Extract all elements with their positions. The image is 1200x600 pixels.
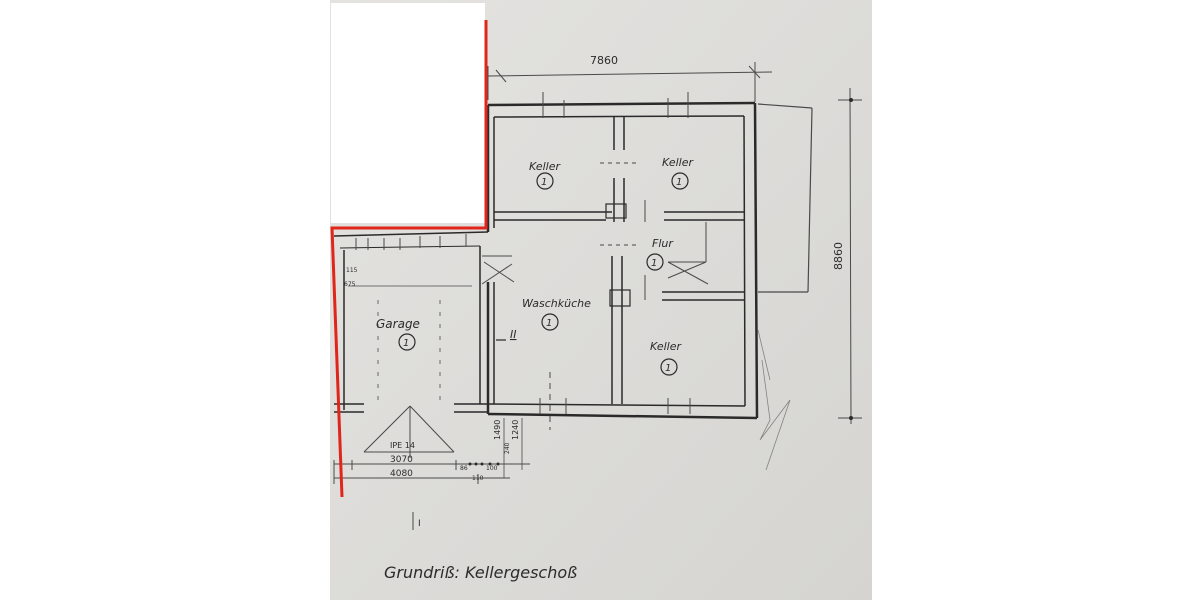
- small-dim-100: 100: [486, 465, 498, 472]
- room-name-keller-bottom: Keller: [650, 340, 682, 353]
- room-labels: Keller 1 Keller 1 Flur 1 Waschküche 1 Ke…: [376, 156, 694, 376]
- garage-door-lintel-label: IPE 14: [390, 441, 415, 450]
- total-depth-label: 8860: [832, 242, 845, 270]
- small-dim-240: 240: [504, 442, 511, 454]
- interior-walls: [494, 92, 744, 430]
- room-number-keller-top-left: 1: [541, 177, 547, 188]
- pencil-sketch: [757, 329, 791, 471]
- room-number-keller-top-right: 1: [676, 177, 682, 188]
- garage-structure: [333, 231, 515, 458]
- depth-dim-1240: 1240: [511, 420, 520, 440]
- room-name-flur: Flur: [652, 237, 674, 250]
- redaction-mask: [331, 3, 485, 223]
- top-dimension: 7860: [487, 54, 773, 102]
- small-dim-110: 110: [472, 475, 484, 482]
- room-number-waschkueche: 1: [546, 318, 552, 329]
- right-dimension: 8860: [832, 87, 862, 425]
- section-marks: II I: [412, 328, 517, 530]
- drawing-title: Grundriß: Kellergeschoß: [384, 563, 577, 582]
- garage-outer-label: 4080: [390, 469, 413, 479]
- section-mark-i: I: [418, 519, 421, 529]
- room-number-garage: 1: [403, 338, 409, 349]
- bottom-dimensions: 3070 4080 IPE 14 86 110 100 1490 1240 24…: [333, 267, 530, 484]
- room-number-flur: 1: [651, 258, 657, 269]
- room-name-keller-top-left: Keller: [529, 160, 561, 173]
- room-name-waschkueche: Waschküche: [522, 297, 591, 310]
- room-name-keller-top-right: Keller: [662, 156, 694, 169]
- small-dim-115: 115: [346, 267, 358, 274]
- total-width-label: 7860: [590, 54, 618, 67]
- room-number-keller-bottom: 1: [665, 363, 671, 374]
- small-dim-86: 86: [460, 465, 468, 472]
- depth-dim-1490: 1490: [493, 420, 502, 440]
- room-name-garage: Garage: [376, 317, 420, 331]
- exterior-walls: [486, 101, 813, 420]
- property-boundary-line: [330, 20, 488, 498]
- garage-opening-label: 3070: [390, 455, 413, 465]
- small-dim-675: 675: [344, 281, 356, 288]
- section-mark-ii: II: [510, 328, 517, 341]
